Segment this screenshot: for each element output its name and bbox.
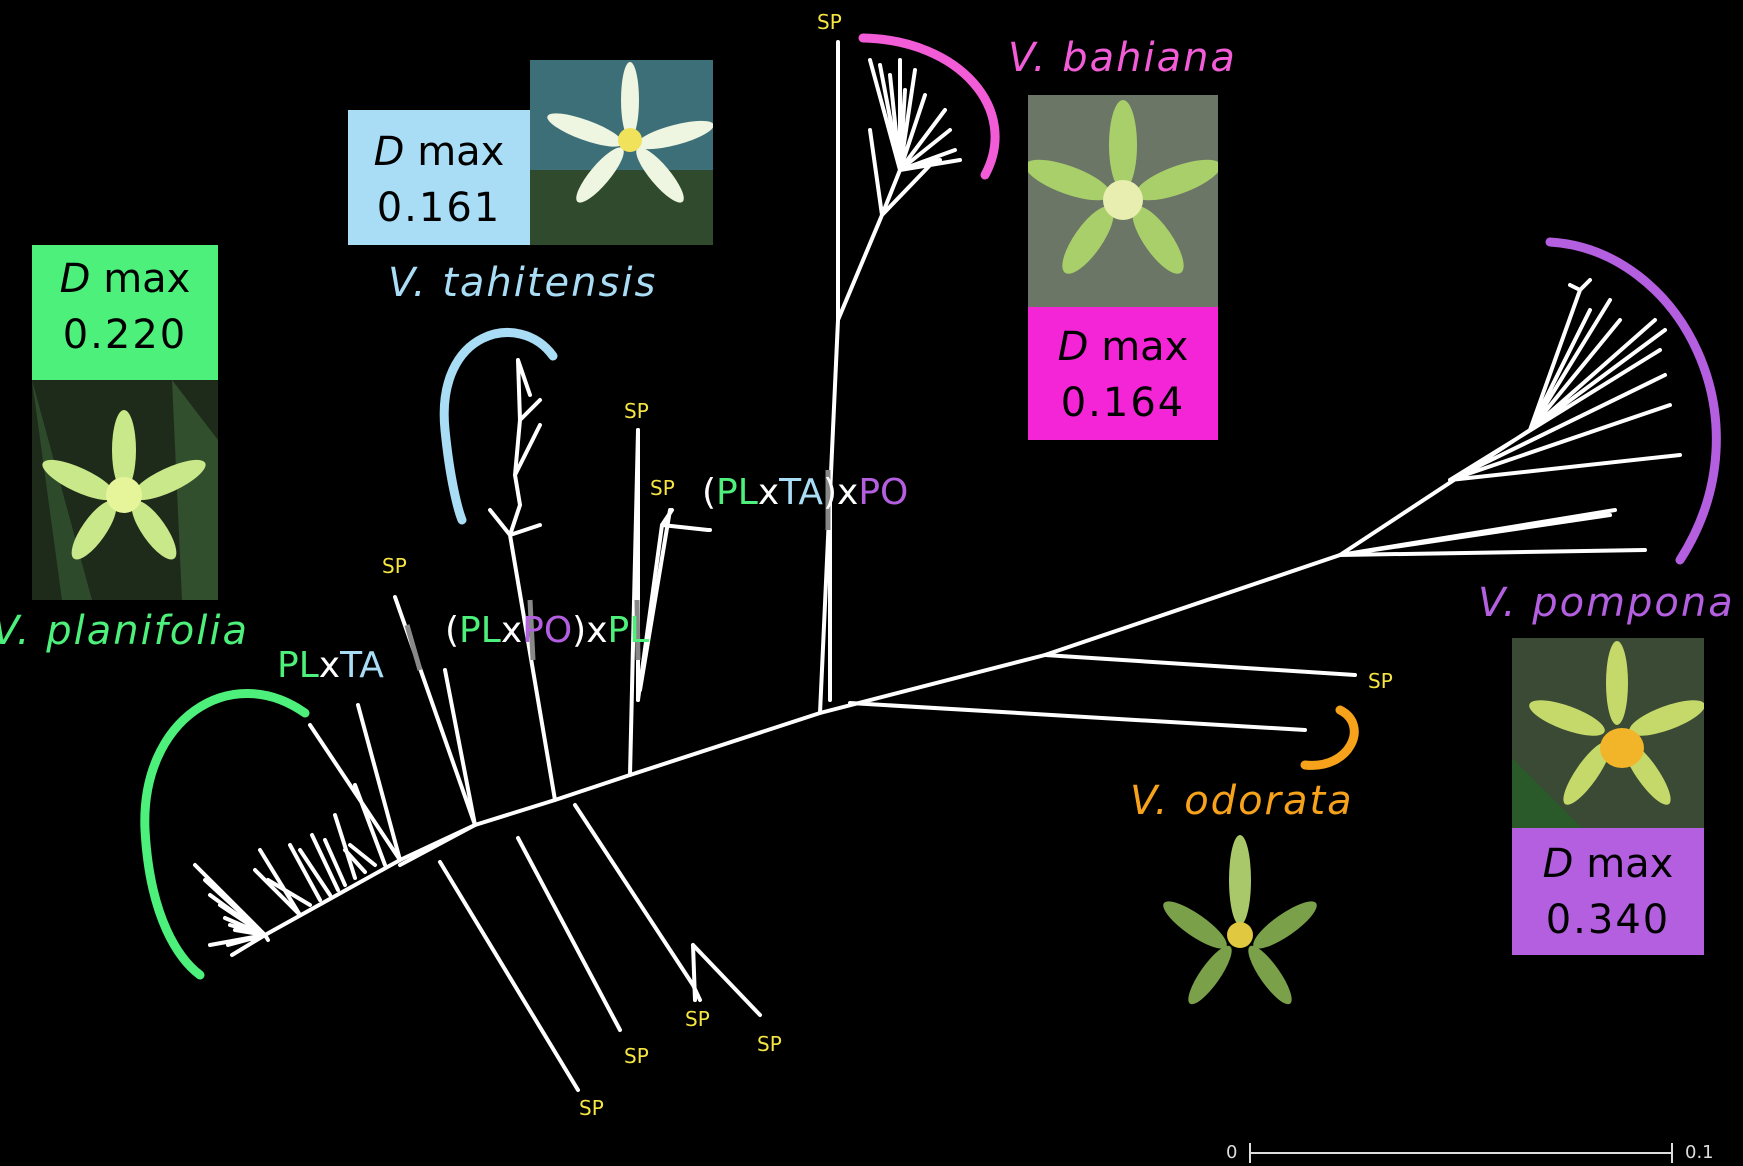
hybrid-highlight-2 xyxy=(527,599,536,661)
hybrid-label-plpo-pl: (PLxPO)xPL xyxy=(445,610,649,651)
pompona-arc xyxy=(1545,237,1721,565)
species-label-bahiana: V. bahiana xyxy=(1008,35,1237,81)
hybrid-part: ( xyxy=(702,472,717,513)
hybrid-highlight-1 xyxy=(404,624,423,671)
species-label-odorata: V. odorata xyxy=(1130,778,1354,824)
sp-label: SP xyxy=(382,554,407,578)
dmax-max-label: max xyxy=(1101,324,1189,370)
bahiana-arc xyxy=(858,33,1000,180)
tahitensis-branches xyxy=(488,358,557,802)
hybrid-part: ( xyxy=(445,610,460,651)
tahitensis-arc xyxy=(439,328,558,525)
orchid-photo-icon xyxy=(530,60,713,245)
dmax-max-label: max xyxy=(103,256,191,302)
dmax-d-label: D xyxy=(373,129,405,175)
hybrid-part: PO xyxy=(858,472,909,513)
sp-label: SP xyxy=(650,476,675,500)
dmax-d-label: D xyxy=(1057,324,1089,370)
orchid-photo-icon xyxy=(1028,95,1218,307)
hybrid-part: PL xyxy=(607,610,650,651)
sp-label: SP xyxy=(624,1044,649,1068)
dmax-max-label: max xyxy=(417,129,505,175)
hybrid-part: x xyxy=(837,472,859,513)
sp-label: SP xyxy=(817,10,842,34)
scale-bar xyxy=(1249,1143,1673,1163)
hybrid-part: TA xyxy=(340,645,384,686)
hybrid-part: TA xyxy=(779,472,823,513)
hybrid-part: PL xyxy=(277,645,319,686)
sp-label: SP xyxy=(685,1007,710,1031)
orchid-photo-icon xyxy=(32,380,218,600)
hybrid-part: ) xyxy=(822,472,837,513)
tree-branches xyxy=(193,40,1682,1092)
hybrid-highlight-3 xyxy=(634,599,641,661)
scale-min-label: 0 xyxy=(1226,1142,1238,1163)
lower-branches xyxy=(438,803,762,1092)
scale-max-label: 0.1 xyxy=(1685,1142,1714,1163)
pompona-branches xyxy=(1338,278,1682,557)
hybrid-part: x xyxy=(500,610,523,651)
hybrid-label-pl-ta: PLxTA xyxy=(277,645,384,686)
orchid-photo-icon xyxy=(1160,835,1318,1020)
bahiana-branches xyxy=(818,40,962,715)
hybrid-part: x xyxy=(586,610,608,651)
sp-label: SP xyxy=(1368,669,1393,693)
sp-label: SP xyxy=(579,1096,604,1120)
odorata-arc xyxy=(1300,705,1359,770)
sp-label: SP xyxy=(757,1032,782,1056)
backbone xyxy=(263,553,1342,937)
odorata-sp-branches xyxy=(848,653,1357,732)
dmax-value: 0.220 xyxy=(62,312,188,358)
species-label-tahitensis: V. tahitensis xyxy=(388,260,658,306)
hybrid-label-plta-po: (PLxTA)xPO xyxy=(702,472,908,513)
hybrid-part: PO xyxy=(522,610,573,651)
dmax-box-tahitensis: D max 0.161 xyxy=(348,110,530,245)
dmax-box-pompona: D max 0.340 xyxy=(1512,828,1704,955)
species-label-planifolia: V. planifolia xyxy=(0,608,249,654)
dmax-value: 0.161 xyxy=(376,185,502,231)
hybrid-part: x xyxy=(757,472,780,513)
dmax-box-bahiana: D max 0.164 xyxy=(1028,307,1218,440)
hybrid-part: x xyxy=(318,645,341,686)
hybrid-part: PL xyxy=(716,472,758,513)
dmax-value: 0.164 xyxy=(1060,380,1186,426)
planifolia-arc xyxy=(140,689,310,980)
dmax-max-label: max xyxy=(1586,841,1674,887)
hybrid-part: PL xyxy=(459,610,501,651)
planifolia-branches xyxy=(193,703,402,957)
orchid-photo-icon xyxy=(1512,638,1704,828)
dmax-d-label: D xyxy=(59,256,91,302)
species-label-pompona: V. pompona xyxy=(1478,580,1735,626)
dmax-value: 0.340 xyxy=(1545,897,1671,943)
dmax-box-planifolia: D max 0.220 xyxy=(32,245,218,380)
hybrid-highlights xyxy=(404,470,831,671)
dmax-d-label: D xyxy=(1542,841,1574,887)
hybrid-part: ) xyxy=(572,610,587,651)
sp-label: SP xyxy=(624,399,649,423)
